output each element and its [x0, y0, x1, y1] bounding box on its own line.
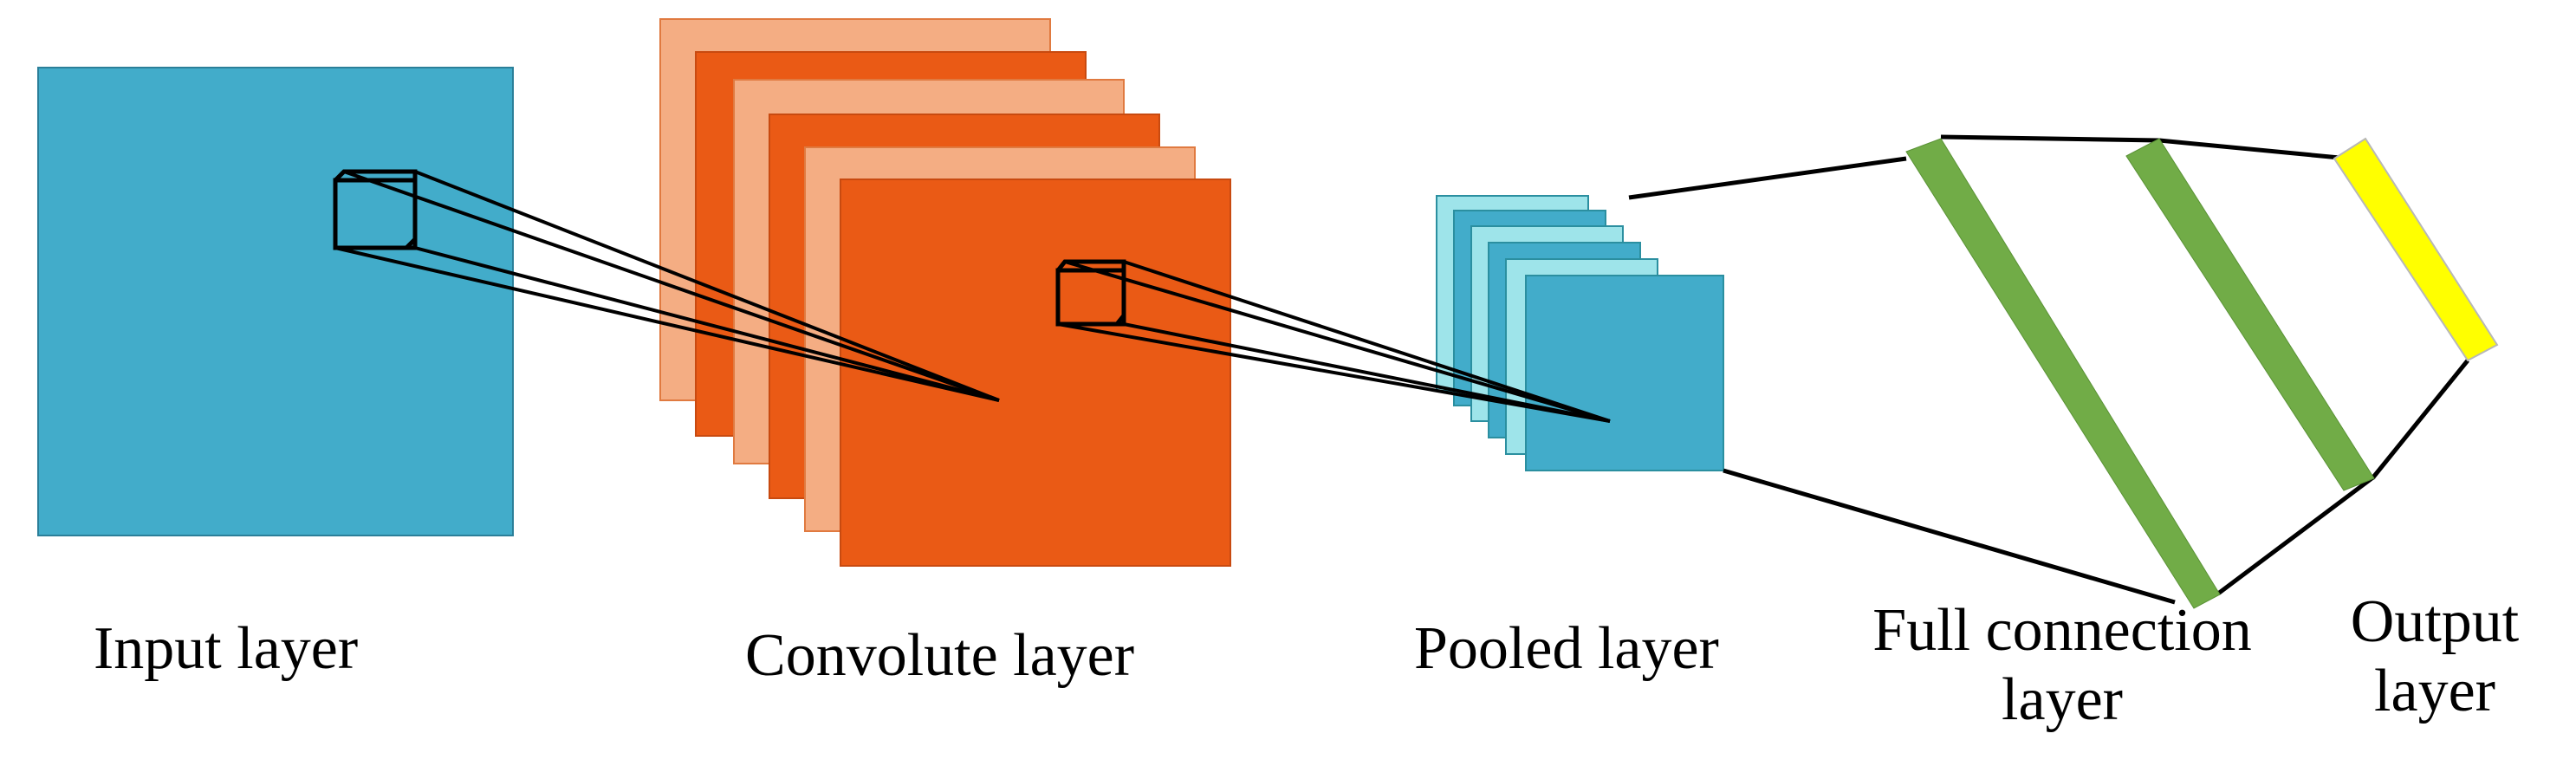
- pooled-layer-label: Pooled layer: [1414, 615, 1719, 682]
- full-connection-layer-label: Full connection layer: [1837, 596, 2287, 735]
- full-connection-label-line-1: Full connection: [1872, 597, 2252, 664]
- input-to-conv-projection: [334, 170, 1000, 402]
- pool-map-6: [1525, 275, 1724, 471]
- convolute-layer-stack: [659, 18, 1231, 567]
- full-connection-bar-1: [1905, 138, 2221, 609]
- conv-to-pool-projection: [1057, 260, 1611, 423]
- output-label-line-2: layer: [2374, 658, 2495, 724]
- full-connection-label-line-2: layer: [2002, 666, 2123, 733]
- output-layer-label: Output layer: [2322, 587, 2547, 726]
- pooled-layer-stack: [1436, 195, 1724, 471]
- fc-connection-lines: [1628, 134, 2469, 605]
- output-layer-bar: [2333, 137, 2499, 362]
- input-layer-label: Input layer: [94, 615, 359, 682]
- output-label-line-1: Output: [2350, 588, 2520, 655]
- full-connection-bar-2: [2125, 138, 2375, 491]
- conv-feature-map-6: [840, 179, 1231, 567]
- input-layer-block: [37, 67, 514, 536]
- convolute-layer-label: Convolute layer: [745, 622, 1135, 689]
